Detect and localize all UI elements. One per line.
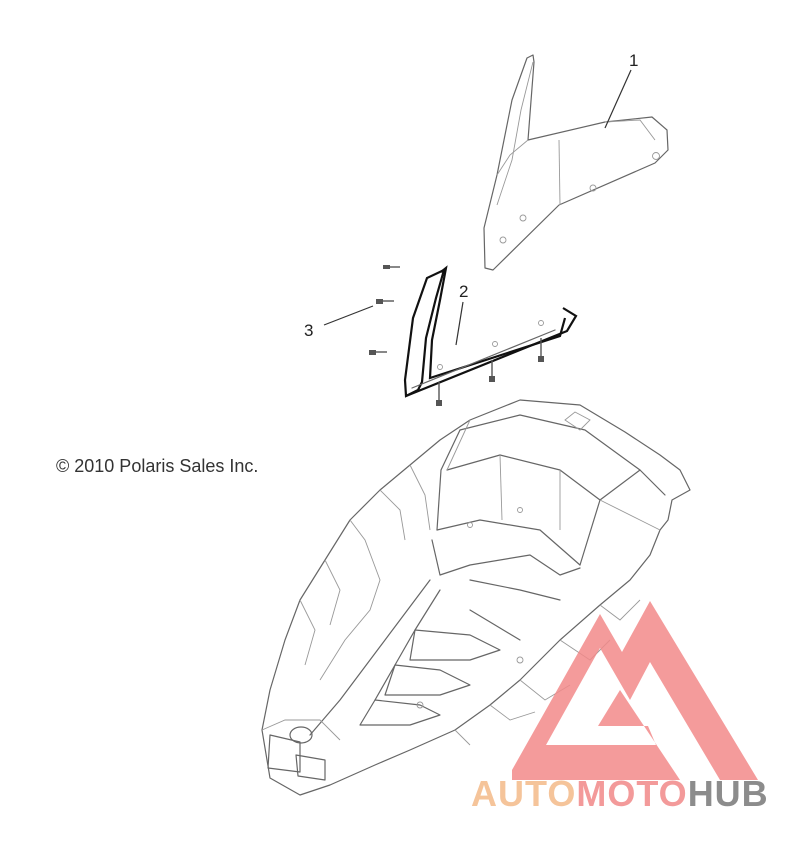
leader-line-1	[604, 69, 632, 129]
windshield-panel	[483, 54, 669, 271]
callout-3: 3	[304, 321, 313, 340]
hood-body	[261, 399, 691, 796]
watermark-wordmark: AUTOMOTOHUB	[471, 773, 769, 814]
screw-2	[376, 299, 394, 304]
watermark-emblem	[512, 601, 758, 780]
watermark-word-hub: HUB	[688, 773, 769, 814]
watermark-word-auto: AUTO	[471, 773, 576, 814]
screw-4	[436, 382, 442, 406]
callout-2: 2	[459, 282, 468, 301]
leader-lines	[323, 69, 632, 346]
leader-line-2	[455, 301, 464, 346]
watermark-word-moto: MOTO	[576, 773, 687, 814]
windshield-trim	[403, 265, 578, 398]
screw-6	[538, 338, 544, 362]
leader-line-3	[323, 305, 374, 326]
screw-1	[383, 265, 400, 269]
copyright-notice: © 2010 Polaris Sales Inc.	[56, 456, 259, 476]
screws	[369, 265, 544, 406]
screw-5	[489, 360, 495, 382]
callout-1: 1	[629, 51, 638, 70]
screw-3	[369, 350, 387, 355]
